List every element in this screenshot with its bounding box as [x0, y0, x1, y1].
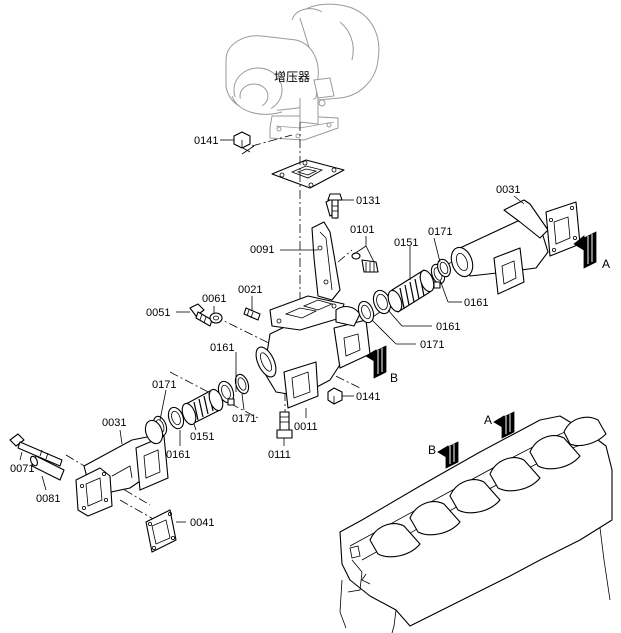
- bolt-0111: [276, 411, 293, 439]
- center-exhaust-manifold: [255, 295, 371, 409]
- label-0171-right-a: 0171: [428, 226, 452, 238]
- label-0161-right-a: 0161: [464, 297, 488, 309]
- label-0091: 0091: [250, 244, 274, 256]
- label-0051: 0051: [146, 307, 170, 319]
- label-0141-top: 0141: [194, 135, 218, 147]
- label-0171-left-a: 0171: [152, 379, 176, 391]
- washer-0061: [209, 312, 223, 324]
- view-arrow-a-main: [573, 231, 597, 269]
- view-label-b-engine: B: [428, 443, 436, 457]
- seal-ring-0161-left-b: [167, 406, 185, 430]
- seal-ring-0171-right-a: [437, 258, 451, 278]
- view-label-a-engine: A: [484, 413, 492, 427]
- label-0111: 0111: [268, 449, 291, 461]
- label-0151-right: 0151: [394, 237, 418, 249]
- view-label-a-main: A: [602, 257, 610, 271]
- engine-block-outline: [339, 415, 613, 633]
- view-marker-labels: A B A B: [390, 257, 610, 457]
- label-0101: 0101: [350, 224, 374, 236]
- label-0061: 0061: [202, 293, 226, 305]
- label-0041: 0041: [190, 517, 214, 529]
- label-0171-right-b: 0171: [420, 339, 444, 351]
- nut-0141-bottom: [327, 387, 343, 405]
- label-0031-left: 0031: [102, 417, 126, 429]
- rear-exhaust-manifold-left: [75, 419, 169, 517]
- label-0131: 0131: [356, 195, 380, 207]
- view-arrow-a-engine: [493, 411, 515, 439]
- label-0021: 0021: [238, 284, 262, 296]
- nut-0141-top: [233, 131, 251, 149]
- label-0161-left-a: 0161: [210, 342, 234, 354]
- label-0151-left: 0151: [190, 431, 214, 443]
- view-arrow-b-engine: [437, 441, 459, 469]
- sleeve-0081: [30, 455, 65, 481]
- label-0141-bottom: 0141: [356, 391, 380, 403]
- label-0031-right: 0031: [496, 184, 520, 196]
- seal-ring-0171-right-b: [357, 300, 375, 324]
- label-0161-right-b: 0161: [436, 321, 460, 333]
- turbocharger-label: 增压器: [274, 70, 310, 84]
- bolt-0071: [9, 433, 63, 467]
- bolt-0051: [189, 303, 213, 327]
- bolt-washer-0101: [351, 252, 379, 273]
- label-0171-left-b: 0171: [232, 413, 256, 425]
- label-0011: 0011: [294, 421, 318, 433]
- leader-lines: [19, 139, 525, 523]
- turbocharger-ghost: 增压器: [225, 3, 380, 141]
- bellows-0151-left: [181, 388, 224, 426]
- label-0071: 0071: [10, 463, 34, 475]
- view-arrow-b-main: [365, 345, 387, 379]
- part-labels: 0141 0131 0101 0091 0021 0061 0051 0151 …: [10, 135, 520, 529]
- stud-0021: [243, 307, 261, 321]
- rear-exhaust-manifold-right: [450, 199, 581, 295]
- turbo-gasket: [271, 159, 345, 189]
- gasket-0041: [145, 509, 177, 553]
- label-0161-left-b: 0161: [166, 449, 190, 461]
- bellows-0151-right: [387, 269, 435, 313]
- view-label-b-main: B: [390, 371, 398, 385]
- label-0081: 0081: [36, 493, 60, 505]
